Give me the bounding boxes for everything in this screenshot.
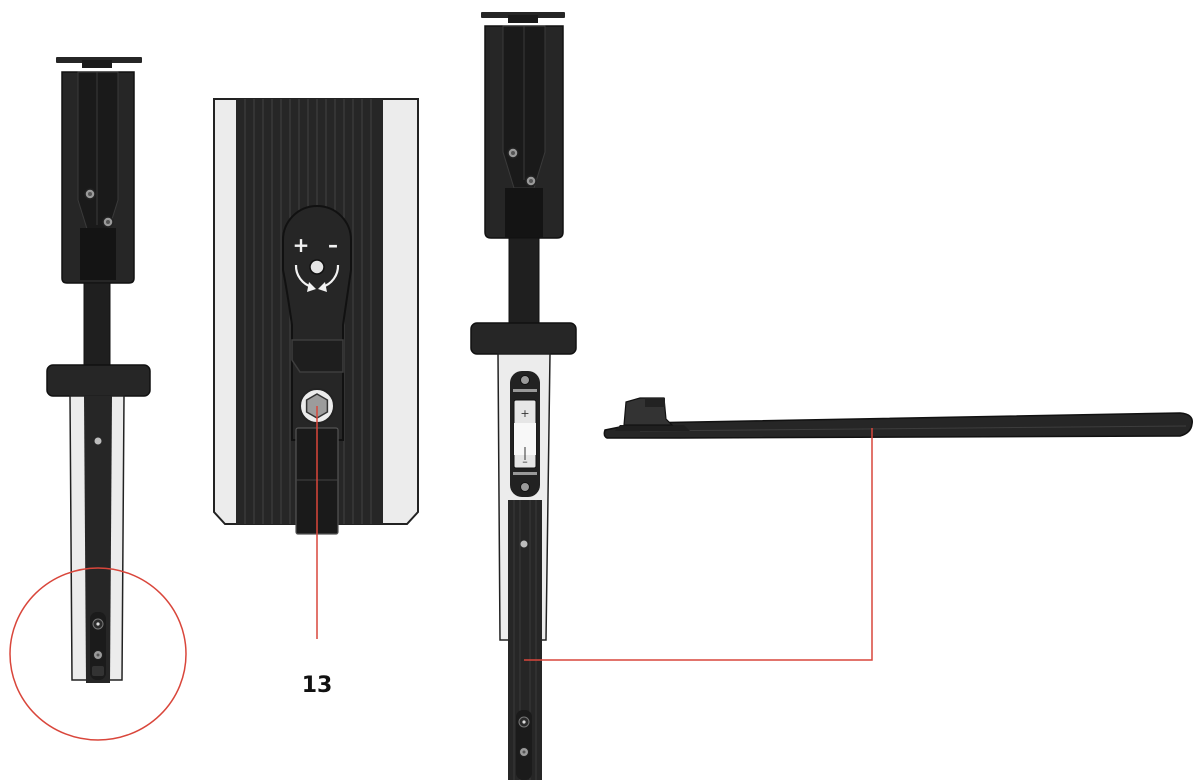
dial-plus-mark: + bbox=[293, 233, 310, 257]
adjuster-raised-block bbox=[291, 339, 344, 373]
adjuster-arm bbox=[282, 205, 352, 441]
rotation-arrows-icon bbox=[294, 264, 340, 292]
baseplate-top-view: + – bbox=[213, 98, 419, 535]
mast-neck bbox=[83, 282, 111, 366]
callout-13-label: 13 bbox=[302, 673, 333, 698]
mast-gauge-view: + – bbox=[470, 12, 577, 780]
mast-top-nut bbox=[82, 60, 112, 68]
mast-side-view bbox=[9, 57, 187, 741]
dial-pivot-screw bbox=[309, 259, 325, 275]
screw-icon bbox=[84, 188, 96, 200]
screw-icon bbox=[102, 216, 114, 228]
fin-side-profile bbox=[603, 397, 1193, 439]
screw-icon bbox=[507, 147, 519, 159]
mast2-collar bbox=[470, 322, 577, 355]
gauge-minus-mark: – bbox=[522, 455, 528, 468]
gauge-plus-mark: + bbox=[520, 407, 529, 420]
mast-collar bbox=[46, 364, 151, 397]
mast-spine bbox=[84, 396, 112, 683]
fin-box-base bbox=[615, 425, 690, 431]
fin-mast-connector-line bbox=[524, 428, 873, 661]
mast-housing-inner bbox=[77, 71, 119, 233]
mast-housing-gap bbox=[80, 228, 116, 280]
fin-body bbox=[603, 412, 1193, 439]
detail-highlight-circle bbox=[9, 567, 187, 741]
screw-icon bbox=[525, 175, 537, 187]
dial-minus-mark: – bbox=[328, 233, 338, 257]
